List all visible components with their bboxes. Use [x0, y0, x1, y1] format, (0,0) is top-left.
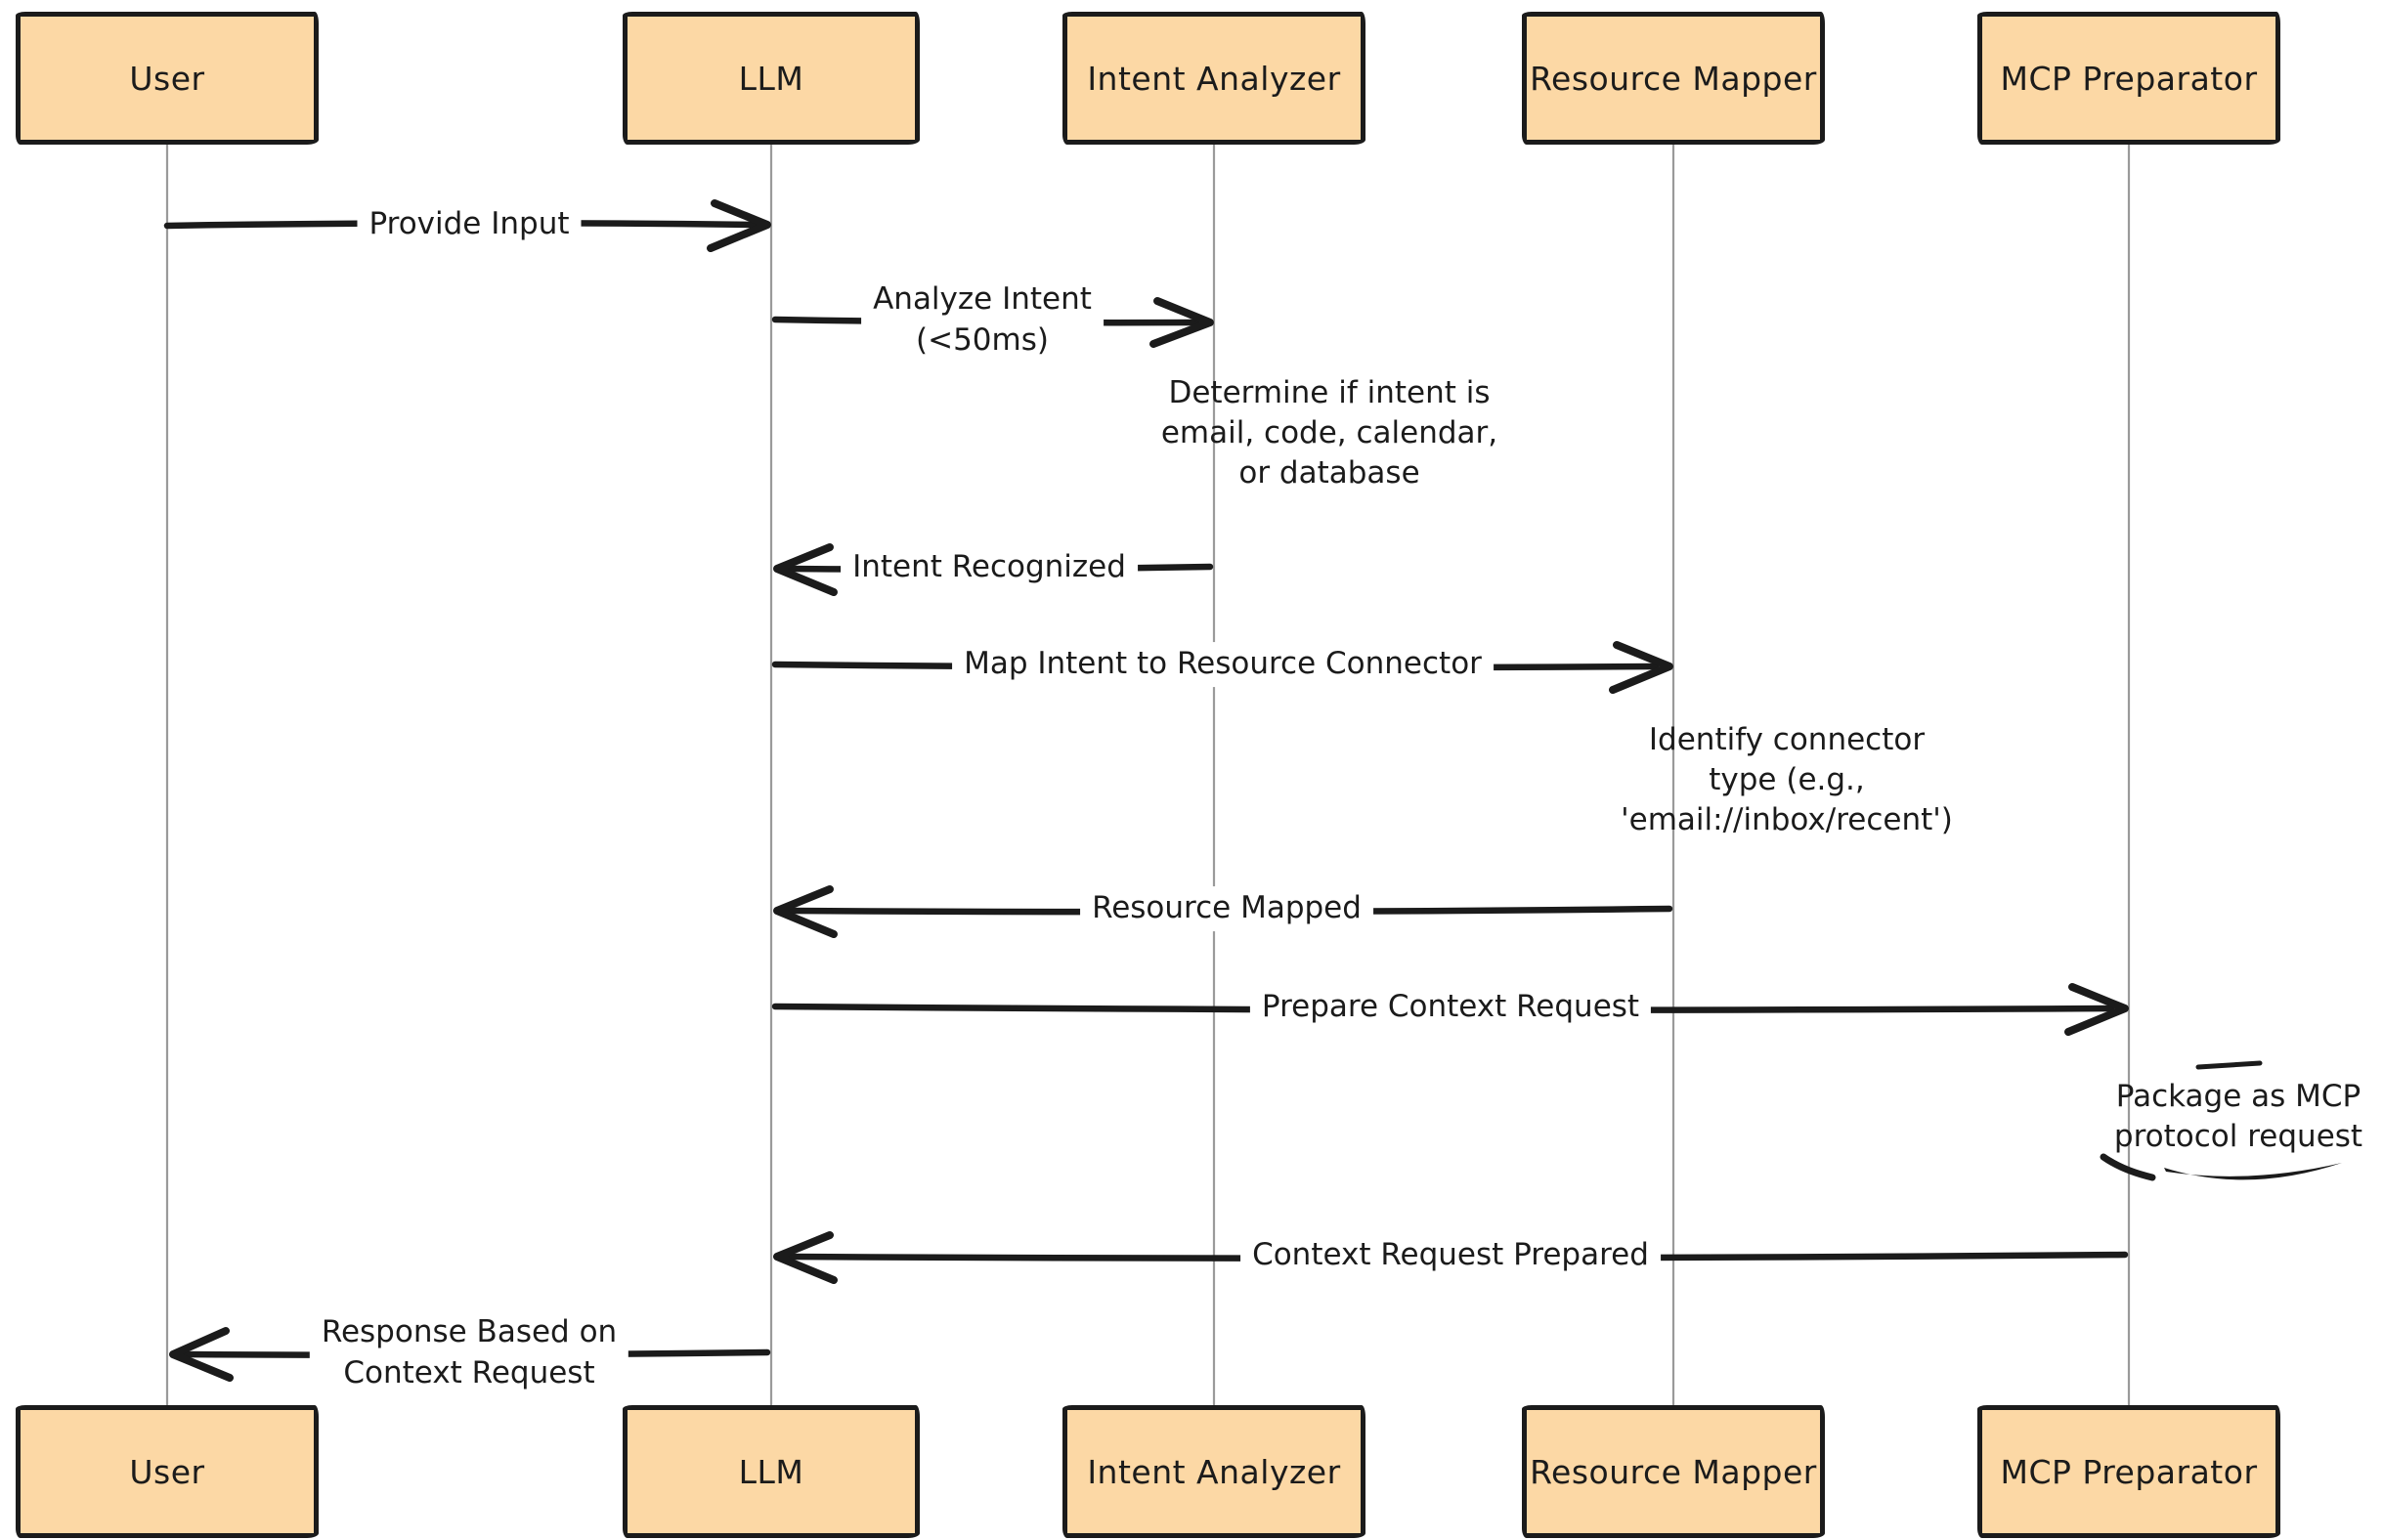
message-label-map-intent: Map Intent to Resource Connector [952, 642, 1494, 687]
actor-box-intent-analyzer-top: Intent Analyzer [1062, 12, 1365, 145]
note-package-mcp-request: Package as MCP protocol request [2113, 1079, 2363, 1155]
note-determine-intent: Determine if intent is email, code, cale… [1160, 375, 1498, 492]
actor-box-mcp-preparator-top: MCP Preparator [1977, 12, 2280, 145]
actor-box-resource-mapper-bottom: Resource Mapper [1522, 1405, 1825, 1538]
actor-box-mcp-preparator-bottom: MCP Preparator [1977, 1405, 2280, 1538]
message-label-resource-mapped: Resource Mapped [1080, 886, 1373, 931]
message-label-intent-recognized: Intent Recognized [841, 545, 1138, 590]
note-identify-connector: Identify connector type (e.g., 'email://… [1621, 722, 1953, 838]
actor-label-mcp-preparator: MCP Preparator [2000, 59, 2258, 98]
actor-box-resource-mapper-top: Resource Mapper [1522, 12, 1825, 145]
actor-box-user-top: User [16, 12, 319, 145]
message-label-response-based-on-context-request: Response Based on Context Request [309, 1310, 629, 1396]
actor-label-user: User [129, 1452, 205, 1491]
message-label-provide-input: Provide Input [357, 202, 582, 247]
actor-label-resource-mapper: Resource Mapper [1530, 59, 1817, 98]
actor-label-llm: LLM [738, 59, 804, 98]
actor-label-llm: LLM [738, 1452, 804, 1491]
actor-box-llm-bottom: LLM [623, 1405, 920, 1538]
actor-label-resource-mapper: Resource Mapper [1530, 1452, 1817, 1491]
message-label-context-request-prepared: Context Request Prepared [1240, 1233, 1661, 1278]
actor-label-intent-analyzer: Intent Analyzer [1087, 1452, 1341, 1491]
message-label-analyze-intent: Analyze Intent (<50ms) [861, 278, 1104, 364]
note-underline-swoosh [2100, 1060, 2342, 1181]
actor-label-user: User [129, 59, 205, 98]
actor-box-intent-analyzer-bottom: Intent Analyzer [1062, 1405, 1365, 1538]
actor-box-user-bottom: User [16, 1405, 319, 1538]
actor-label-mcp-preparator: MCP Preparator [2000, 1452, 2258, 1491]
message-label-prepare-context-request: Prepare Context Request [1249, 985, 1652, 1030]
actor-box-llm-top: LLM [623, 12, 920, 145]
actor-label-intent-analyzer: Intent Analyzer [1087, 59, 1341, 98]
